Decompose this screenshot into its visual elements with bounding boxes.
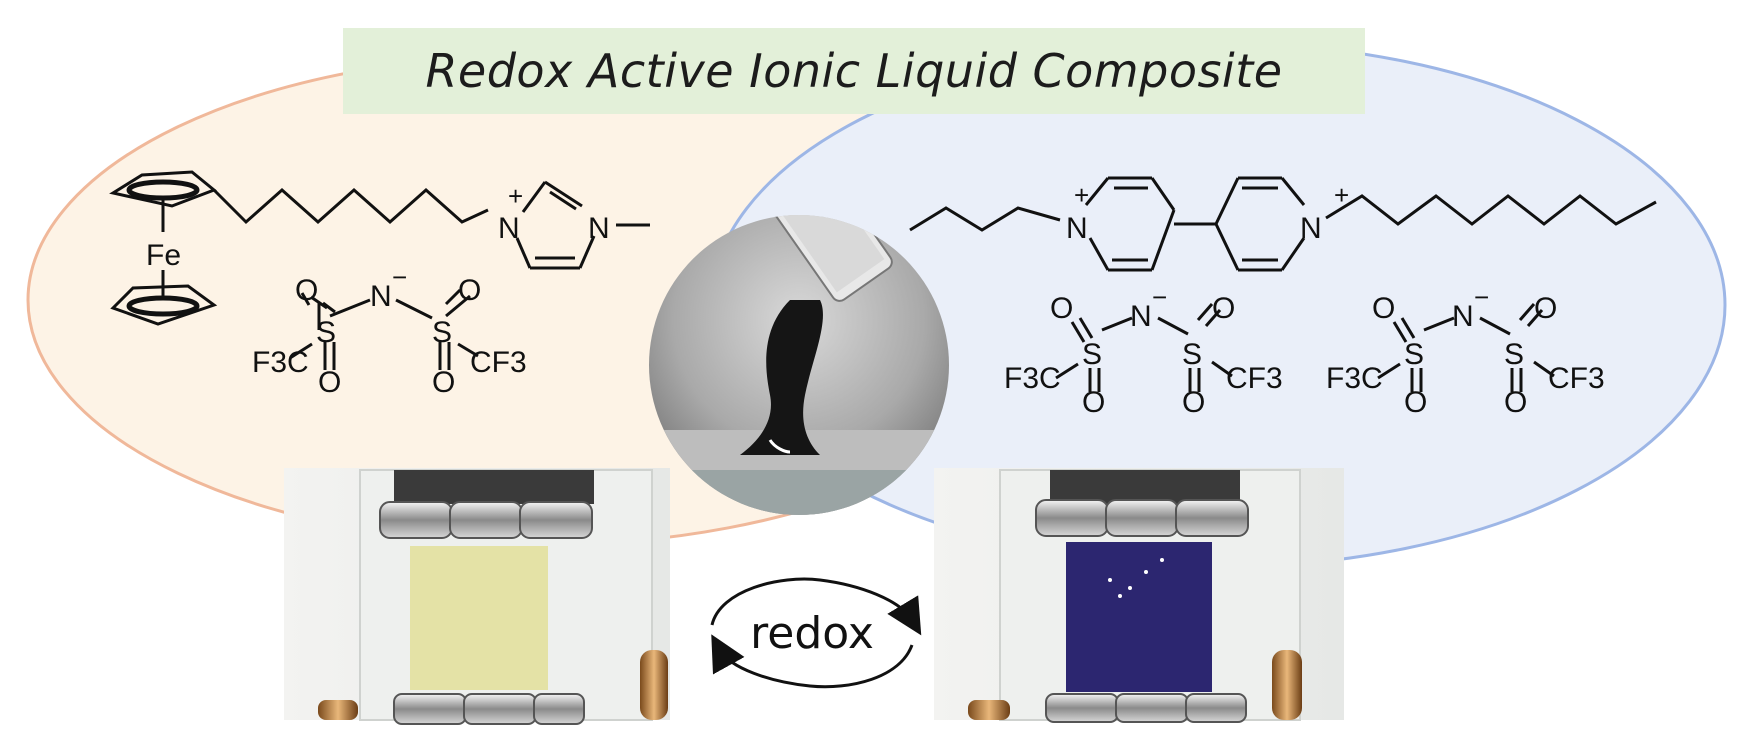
- atom-label: F3C: [252, 346, 309, 379]
- atom-label: −: [1152, 282, 1167, 312]
- figure-title: Redox Active Ionic Liquid Composite: [425, 44, 1283, 98]
- viologen-n-left: N: [1066, 212, 1088, 245]
- tfsi-anion-left: O S N − S O O O F3C CF3: [252, 262, 527, 399]
- film-oxidized: [410, 546, 548, 690]
- viologen-structure: [909, 176, 1657, 272]
- atom-label: O: [432, 366, 455, 399]
- iron-label: Fe: [146, 239, 181, 272]
- atom-label: O: [1182, 386, 1205, 419]
- atom-label: CF3: [1226, 362, 1283, 395]
- device-photo-reduced: [934, 468, 1344, 723]
- ferrocene-structure: [109, 170, 218, 326]
- atom-label: S: [1082, 338, 1102, 371]
- atom-label: O: [458, 274, 481, 307]
- atom-label: O: [1082, 386, 1105, 419]
- imidazolium-ring: [515, 180, 650, 270]
- atom-label: O: [1504, 386, 1527, 419]
- atom-label: S: [1504, 338, 1524, 371]
- atom-label: F3C: [1326, 362, 1383, 395]
- title-banner: Redox Active Ionic Liquid Composite: [343, 28, 1365, 114]
- atom-label: S: [432, 316, 452, 349]
- imidazolium-n-methyl: N: [588, 212, 610, 245]
- atom-label: N: [1452, 300, 1474, 333]
- atom-label: S: [1182, 338, 1202, 371]
- atom-label: −: [1474, 282, 1489, 312]
- redox-label: redox: [750, 608, 874, 659]
- viologen-n-right: N: [1300, 212, 1322, 245]
- film-reduced: [1066, 542, 1212, 692]
- atom-label: N: [1130, 300, 1152, 333]
- atom-label: F3C: [1004, 362, 1061, 395]
- atom-label: O: [318, 366, 341, 399]
- redox-cycle-arrows: [710, 577, 922, 689]
- atom-label: S: [1404, 338, 1424, 371]
- atom-label: O: [1372, 292, 1395, 325]
- cation-charge-right-2: +: [1334, 180, 1349, 210]
- tfsi-anion-right-1: O S N − S O O O F3C CF3: [1004, 282, 1283, 419]
- atom-label: N: [370, 280, 392, 313]
- viscous-liquid-photo: [649, 215, 949, 515]
- atom-label: CF3: [1548, 362, 1605, 395]
- cation-charge-right-1: +: [1074, 180, 1089, 210]
- hexyl-linker: [212, 187, 489, 225]
- atom-label: S: [316, 316, 336, 349]
- tfsi-anion-right-2: O S N − S O O O F3C CF3: [1326, 282, 1605, 419]
- atom-label: CF3: [470, 346, 527, 379]
- atom-label: O: [1534, 292, 1557, 325]
- atom-label: −: [392, 262, 407, 292]
- cation-charge-left: +: [508, 181, 523, 211]
- imidazolium-n-plus: N: [498, 212, 520, 245]
- atom-label: O: [1212, 292, 1235, 325]
- device-photo-oxidized: [284, 468, 670, 725]
- atom-label: O: [1404, 386, 1427, 419]
- atom-label: O: [1050, 292, 1073, 325]
- atom-label: O: [295, 274, 318, 307]
